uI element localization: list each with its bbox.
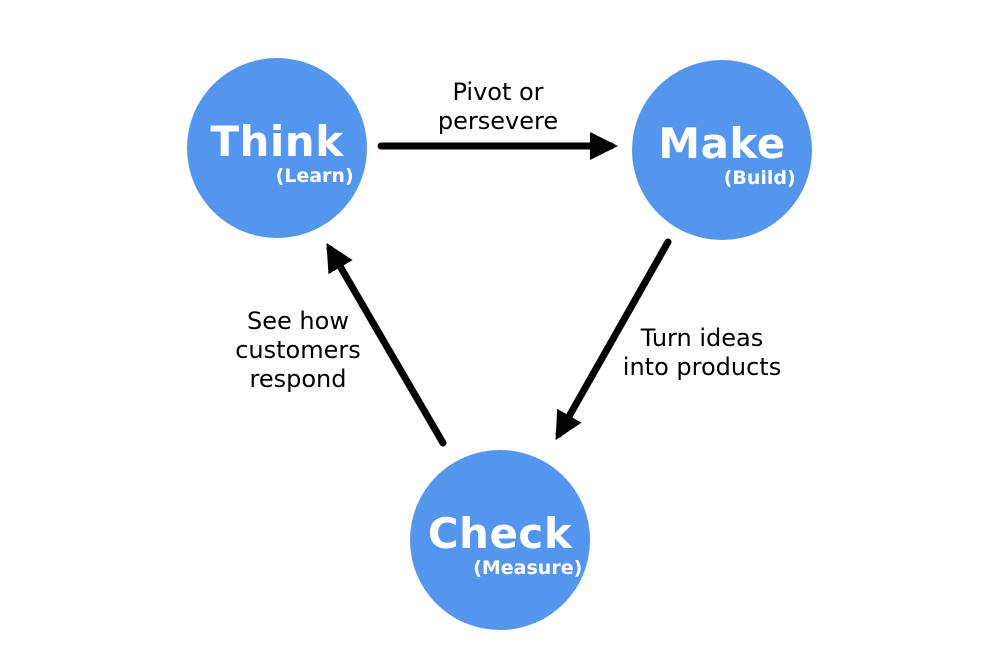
edge-label-line: into products [622, 353, 782, 381]
node-make-sublabel: (Build) [723, 166, 796, 189]
node-think-label: Think [210, 116, 344, 166]
node-make-label: Make [658, 118, 786, 168]
edge-label-turn-ideas-into-products: Turn ideas into products [623, 324, 781, 382]
edge-label-line: Turn ideas [640, 324, 764, 352]
node-check-label: Check [427, 508, 573, 558]
edge-label-line: persevere [437, 107, 559, 135]
edge-label-line: Pivot or [452, 78, 544, 106]
node-think-text: Think (Learn) [210, 110, 353, 187]
edge-label-line: See how [247, 307, 349, 335]
node-make: Make (Build) [632, 60, 812, 240]
node-check: Check (Measure) [410, 450, 590, 630]
edge-label-line: customers [235, 336, 361, 364]
edge-label-see-how-customers-respond: See how customers respond [235, 307, 361, 394]
node-make-text: Make (Build) [658, 112, 795, 189]
node-think: Think (Learn) [187, 58, 367, 238]
node-check-text: Check (Measure) [427, 502, 583, 579]
edge-label-line: respond [249, 365, 347, 393]
edge-label-pivot-or-persevere: Pivot or persevere [438, 78, 558, 136]
node-think-sublabel: (Learn) [275, 164, 354, 187]
node-check-sublabel: (Measure) [473, 556, 583, 579]
